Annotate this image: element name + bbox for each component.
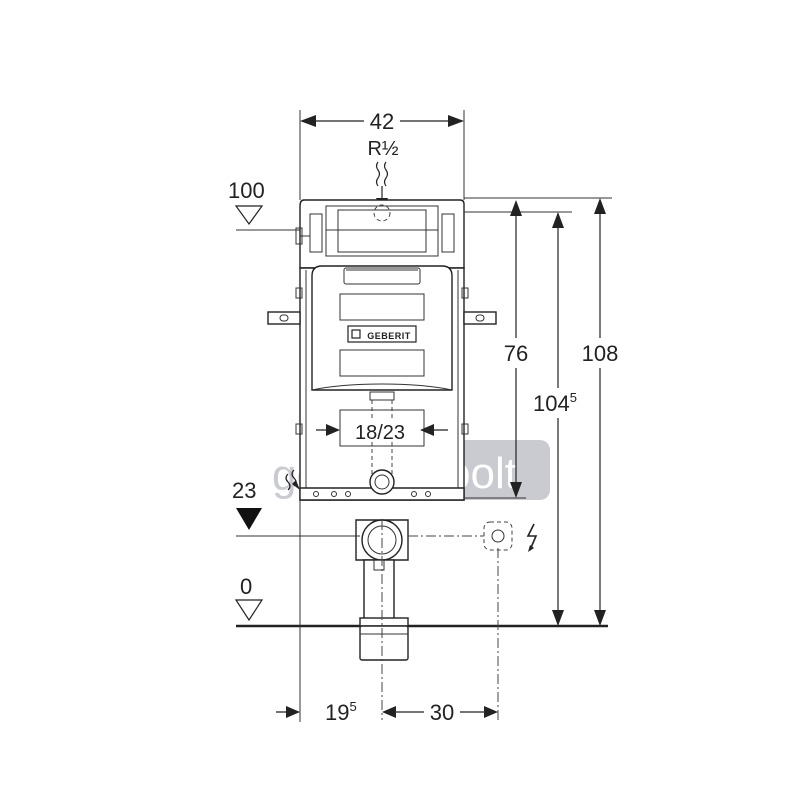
level-100-marker: 100 <box>228 178 300 231</box>
flush-spacing-label: 18/23 <box>355 422 405 444</box>
dimension-bottom-offsets: 195 30 <box>276 500 498 725</box>
frame-width-label: 42 <box>370 109 394 134</box>
flush-height-label: 76 <box>504 341 528 366</box>
frame-height-label: 108 <box>582 341 619 366</box>
brand-panel-label: GEBERIT <box>367 331 411 341</box>
offset-left-label: 195 <box>325 699 357 725</box>
floor-level-label: 0 <box>240 574 252 599</box>
dimension-flush-spacing: 18/23 <box>316 418 448 444</box>
offset-right-label: 30 <box>430 700 454 725</box>
water-supply-marker: R½ <box>367 138 399 210</box>
level-0-marker: 0 <box>234 574 264 622</box>
supply-thread-label: R½ <box>367 138 398 160</box>
electrical-connection <box>483 521 538 720</box>
level-23-marker: 23 <box>232 469 484 537</box>
dimension-flush-height: 76 <box>464 200 532 499</box>
actuator-height-label: 1045 <box>533 390 577 416</box>
dimension-frame-width: 42 <box>299 109 465 200</box>
dimension-actuator-height: 1045 <box>464 211 586 626</box>
drain-level-label: 23 <box>232 478 256 503</box>
inlet-level-label: 100 <box>228 178 265 203</box>
dimension-frame-height: 108 <box>464 197 626 626</box>
